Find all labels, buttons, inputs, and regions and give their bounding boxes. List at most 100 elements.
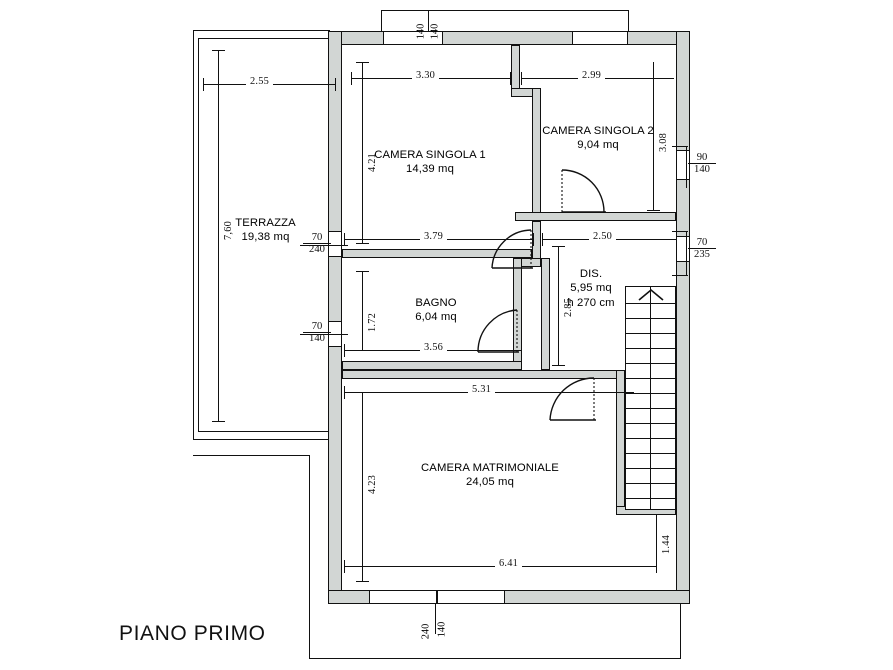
room-area: 19,38 mq (241, 231, 290, 244)
dim-tick (521, 72, 522, 85)
door-camera-matrimoniale[interactable] (548, 376, 598, 426)
opening-mark-right-dis: 70 235 (688, 237, 716, 260)
room-height-note: h 270 cm (567, 296, 615, 309)
site-boundary-top (193, 455, 310, 457)
opening-leader-left-bagno (300, 334, 348, 335)
dim-tick (335, 78, 336, 91)
dim-tick (356, 62, 369, 63)
stair-step (626, 423, 675, 425)
dim-matrimoniale-height: 4.23 (367, 472, 378, 497)
dim-line-terrazza-height (218, 50, 219, 422)
dim-stair-side: 1.44 (661, 532, 672, 557)
terrazza-outline-top (193, 30, 330, 32)
room-area: 14,39 mq (406, 163, 454, 176)
room-area: 6,04 mq (415, 311, 457, 324)
dim-cs1-width-top: 3.30 (412, 70, 439, 81)
room-area: 9,04 mq (577, 139, 619, 152)
exterior-wall-right (676, 31, 690, 604)
dim-tick (521, 344, 522, 357)
staircase[interactable] (625, 286, 676, 510)
room-label-disimpegno: DIS. 5,95 mq h 270 cm (553, 267, 629, 310)
stair-up-arrow-icon (637, 288, 665, 302)
window-top-cs1[interactable] (383, 31, 443, 45)
dim-tick (552, 246, 565, 247)
opening-mark-width: 90 (688, 152, 716, 165)
opening-leader-right-dis-h2 (672, 275, 688, 276)
dim-tick (624, 386, 625, 399)
opening-mark-bottom-windows: 240 140 (420, 608, 458, 640)
opening-mark-left-cs1: 70 240 (303, 232, 331, 255)
opening-mark-bottom-divider (435, 604, 436, 634)
exterior-wall-left (328, 31, 342, 604)
opening-leader-right-dis-h (672, 231, 688, 232)
dim-tick (344, 233, 345, 246)
dim-tick (212, 421, 225, 422)
top-window-projection-left (381, 10, 383, 32)
room-label-terrazza: TERRAZZA 19,38 mq (198, 216, 333, 245)
dim-line-matrimoniale-height (362, 392, 363, 582)
dim-line-cs1-height (362, 62, 363, 244)
room-area: 24,05 mq (466, 476, 514, 489)
dim-tick (356, 392, 369, 393)
interior-wall-cs2-left (532, 88, 541, 220)
window-bottom-matrimoniale-b[interactable] (437, 590, 505, 604)
stair-step (626, 453, 675, 455)
opening-mark-height: 235 (694, 249, 710, 261)
page-title: PIANO PRIMO (119, 622, 266, 645)
interior-wall-dis-left-lower (541, 258, 550, 370)
stair-step (626, 393, 675, 395)
site-boundary-bottom (309, 658, 681, 660)
terrazza-outline-left-outer (193, 30, 195, 439)
stair-step (626, 408, 675, 410)
stair-step (626, 303, 675, 305)
room-label-camera-matrimoniale: CAMERA MATRIMONIALE 24,05 mq (390, 461, 590, 490)
terrazza-outline-bottom-inner (197, 431, 333, 433)
dim-tick (676, 233, 677, 246)
dim-line-stair-side (656, 514, 657, 570)
dim-line-bagno-height (362, 271, 363, 351)
room-name: TERRAZZA (235, 217, 296, 229)
opening-mark-right-cs2: 90 140 (688, 152, 716, 175)
interior-wall-cs1-bottom (342, 249, 532, 258)
room-area: 5,95 mq (570, 282, 612, 295)
room-name: CAMERA SINGOLA 1 (374, 149, 486, 161)
opening-mark-top-divider (428, 10, 429, 32)
dim-tick (356, 581, 369, 582)
door-camera-singola-2[interactable] (560, 168, 610, 216)
dim-matrimoniale-width-top: 5.31 (468, 384, 495, 395)
door-bagno[interactable] (477, 308, 523, 356)
stair-stringer (650, 287, 652, 509)
top-window-projection-top (381, 10, 629, 12)
top-window-projection-right (628, 10, 630, 32)
dim-cs2-width: 2.99 (578, 70, 605, 81)
room-name: DIS. (579, 268, 603, 280)
dim-tick (533, 233, 534, 246)
opening-mark-width: 70 (688, 237, 716, 250)
window-top-cs2[interactable] (572, 31, 628, 45)
stair-step (626, 498, 675, 500)
room-label-camera-singola-1: CAMERA SINGOLA 1 14,39 mq (350, 148, 510, 177)
opening-mark-height-b: 140 (436, 621, 448, 638)
dim-tick (647, 210, 660, 211)
stair-step (626, 318, 675, 320)
room-name: CAMERA SINGOLA 2 (542, 125, 654, 137)
dim-tick (344, 560, 345, 573)
stair-step (626, 348, 675, 350)
site-boundary-right (680, 604, 682, 659)
door-camera-singola-1[interactable] (489, 228, 535, 272)
stair-step (626, 333, 675, 335)
dim-tick (552, 365, 565, 366)
dim-dis-width: 2.50 (589, 231, 616, 242)
room-name: BAGNO (415, 297, 457, 309)
opening-leader-right-cs2-v (686, 146, 687, 188)
window-bottom-matrimoniale-a[interactable] (369, 590, 437, 604)
stair-step (626, 483, 675, 485)
opening-mark-width-a: 140 (415, 23, 427, 40)
terrazza-outline-left-inner (197, 38, 199, 432)
dim-tick (356, 243, 369, 244)
opening-mark-width: 70 (303, 321, 331, 334)
dim-tick (212, 50, 225, 51)
dim-bagno-width: 3.56 (420, 342, 447, 353)
dim-line-dis-height (558, 246, 559, 366)
room-name: CAMERA MATRIMONIALE (421, 462, 559, 474)
